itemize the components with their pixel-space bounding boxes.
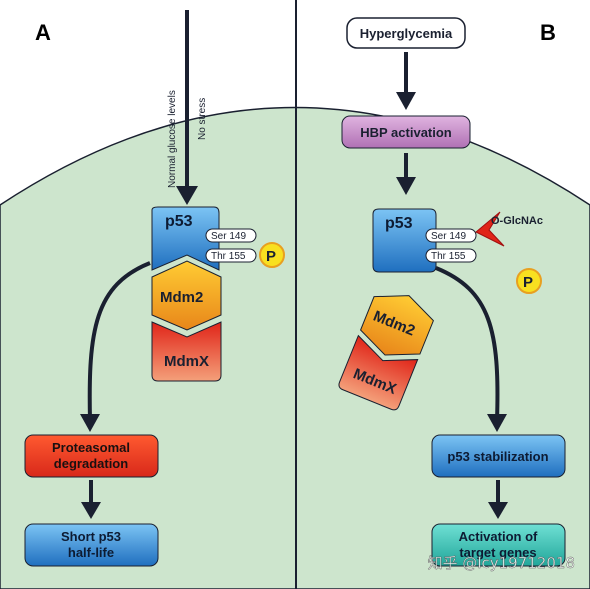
mdm2-a xyxy=(151,260,222,331)
short-halflife-box xyxy=(24,523,159,567)
thr155-label-b: Thr 155 xyxy=(431,251,466,262)
degradation-line2: degradation xyxy=(54,456,128,471)
p53-box-a xyxy=(151,206,220,271)
normal-glucose-label: Normal glucose levels xyxy=(167,90,178,188)
hbp-arrow-head xyxy=(396,92,416,110)
p53-stabilization-box xyxy=(431,434,566,478)
mdmx-label-a: MdmX xyxy=(164,353,209,370)
ser149-label-b: Ser 149 xyxy=(431,231,466,242)
thr155-b xyxy=(425,248,477,263)
proteasomal-degradation-box xyxy=(24,434,159,478)
stabilization-arrow xyxy=(435,266,500,421)
degradation-arrow xyxy=(87,261,151,421)
outcome-line2-a: half-life xyxy=(68,545,114,560)
panel-letter-a: A xyxy=(35,20,51,45)
thr155-label-a: Thr 155 xyxy=(211,251,246,262)
halflife-arrow-head xyxy=(81,502,101,519)
phospho-label-b: P xyxy=(523,274,533,291)
hyperglycemia-box xyxy=(346,17,466,49)
ser149-b xyxy=(425,228,477,243)
input-arrow-head-a xyxy=(176,186,198,205)
hyperglycemia-label: Hyperglycemia xyxy=(360,26,453,41)
mdm2-mdmx-complex-b: Mdm2 MdmX xyxy=(338,295,434,411)
mdm2-b xyxy=(359,295,434,356)
hbp-activation-box xyxy=(341,115,471,149)
outcome-line1-a: Short p53 xyxy=(61,529,121,544)
degradation-line1: Proteasomal xyxy=(52,440,130,455)
ser149-label-a: Ser 149 xyxy=(211,231,246,242)
p53b-arrow-head xyxy=(396,177,416,195)
mdmx-a xyxy=(151,321,222,382)
phospho-circle-a xyxy=(259,242,285,268)
activation-box xyxy=(431,523,566,567)
p53-label-b: p53 xyxy=(385,215,413,232)
stabilization-label: p53 stabilization xyxy=(447,449,548,464)
panel-letter-b: B xyxy=(540,20,556,45)
activation-arrow-head xyxy=(488,502,508,519)
no-stress-label: No stress xyxy=(197,98,208,140)
outcome-line2-b: target genes xyxy=(459,545,536,560)
phospho-circle-b xyxy=(516,268,542,294)
hbp-label: HBP activation xyxy=(360,125,452,140)
p53-box-b xyxy=(372,208,437,273)
degradation-arrow-head xyxy=(80,414,100,432)
watermark: 知乎 @lcy19712018 xyxy=(428,554,575,572)
p53-label-a: p53 xyxy=(165,213,193,230)
phospho-label-a: P xyxy=(266,248,276,265)
oglcnac-label: O-GlcNAc xyxy=(491,215,543,227)
stabilization-arrow-head xyxy=(487,414,507,432)
mdmx-b xyxy=(338,334,419,411)
ser149-a xyxy=(205,228,257,243)
thr155-a xyxy=(205,248,257,263)
oglcnac-icon xyxy=(475,211,505,247)
outcome-line1-b: Activation of xyxy=(459,529,538,544)
mdm2-label-a: Mdm2 xyxy=(160,289,203,306)
